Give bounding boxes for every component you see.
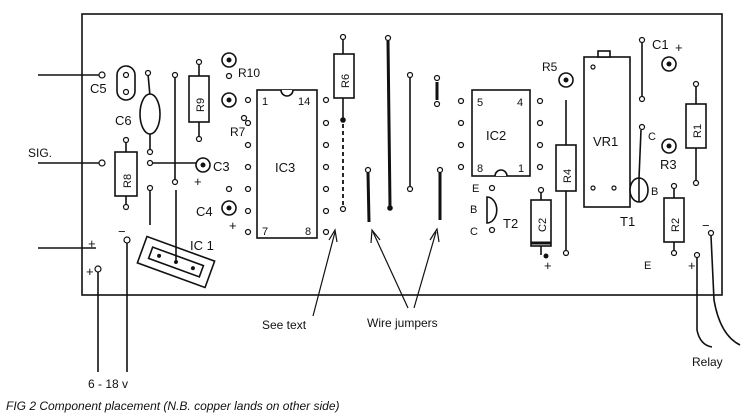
pin-ic3-1: 1 xyxy=(262,96,268,108)
wire-jumpers-arrows xyxy=(370,227,440,309)
ic3-chip xyxy=(244,89,330,239)
label-relay: Relay xyxy=(692,355,723,369)
wire-jumper-3 xyxy=(433,74,441,108)
wire-jumper-1 xyxy=(384,34,393,211)
ic2-chip xyxy=(457,89,544,177)
label-ic1: IC 1 xyxy=(190,238,214,253)
pin-ic2-1: 1 xyxy=(518,163,524,175)
resistor-r9 xyxy=(188,58,210,143)
polarity-c3: + xyxy=(194,174,202,189)
capacitor-c4 xyxy=(221,185,237,216)
polarity-c1: + xyxy=(675,40,683,55)
resistor-r1 xyxy=(685,80,707,187)
polarity-supply-minus: − xyxy=(118,224,126,239)
label-c4: C4 xyxy=(196,204,213,219)
wire-jumper-5 xyxy=(436,166,444,220)
transistor-t2 xyxy=(486,184,498,234)
annotation-see-text: See text xyxy=(262,318,307,332)
supply-wires xyxy=(94,236,131,372)
label-c1: C1 xyxy=(652,37,669,52)
resistor-r8 xyxy=(114,136,138,211)
label-supply: 6 - 18 v xyxy=(88,377,128,391)
pin-ic3-14: 14 xyxy=(298,96,310,108)
pin-t1-c: C xyxy=(648,131,656,143)
figure-caption: FIG 2 Component placement (N.B. copper l… xyxy=(6,399,340,413)
wire-jumper-2 xyxy=(406,71,414,193)
pin-t2-c: C xyxy=(470,226,478,238)
polarity-c4: + xyxy=(229,218,237,233)
label-r7: R7 xyxy=(230,125,246,139)
resistor-r3 xyxy=(638,123,677,154)
annotation-wire-jumpers: Wire jumpers xyxy=(367,316,438,330)
pin-ic2-4: 4 xyxy=(517,97,523,109)
label-r6: R6 xyxy=(340,74,352,88)
label-r8: R8 xyxy=(122,174,134,188)
polarity-c2: + xyxy=(544,258,552,273)
pin-ic3-8: 8 xyxy=(305,226,311,238)
label-r9: R9 xyxy=(195,98,207,112)
resistor-r6 xyxy=(333,33,355,123)
label-r1: R1 xyxy=(692,124,704,138)
label-c5: C5 xyxy=(90,81,107,96)
label-t2: T2 xyxy=(503,216,518,231)
resistor-r2 xyxy=(663,182,685,257)
label-ic2: IC2 xyxy=(486,128,506,143)
polarity-relay-plus: + xyxy=(688,258,696,273)
ic1-leads xyxy=(146,184,177,262)
input-wire-c5 xyxy=(38,71,106,79)
pin-t1-e: E xyxy=(644,260,651,272)
label-r3: R3 xyxy=(660,157,677,172)
capacitor-c5 xyxy=(116,65,136,101)
polarity-relay-minus: − xyxy=(702,218,710,233)
label-c6: C6 xyxy=(115,113,132,128)
wire-jumper-4 xyxy=(364,166,372,223)
polarity-supply-plus-1: + xyxy=(88,236,96,251)
pin-ic3-7: 7 xyxy=(262,226,268,238)
relay-wires xyxy=(693,229,741,348)
label-sig: SIG. xyxy=(28,146,52,160)
resistor-r5 xyxy=(558,72,574,88)
input-wire-sig xyxy=(38,159,106,167)
pin-ic2-5: 5 xyxy=(477,97,483,109)
label-r10: R10 xyxy=(238,66,260,80)
resistor-r10 xyxy=(221,52,237,80)
trimmer-vr1 xyxy=(583,50,631,208)
capacitor-c2 xyxy=(530,186,552,259)
label-c2: C2 xyxy=(537,218,549,232)
label-t1: T1 xyxy=(620,214,635,229)
pin-ic2-8: 8 xyxy=(477,163,483,175)
pin-t2-b: B xyxy=(470,204,477,216)
label-ic3: IC3 xyxy=(275,160,295,175)
capacitor-c6 xyxy=(139,69,161,156)
label-vr1: VR1 xyxy=(593,134,618,149)
link-wire-left xyxy=(171,71,179,186)
label-r5: R5 xyxy=(542,60,558,74)
pin-t2-e: E xyxy=(472,183,479,195)
see-text-arrow xyxy=(312,228,338,317)
resistor-r7 xyxy=(221,92,248,122)
polarity-supply-plus-2: + xyxy=(86,264,94,279)
label-r2: R2 xyxy=(670,218,682,232)
resistor-r4 xyxy=(555,100,577,257)
label-c3: C3 xyxy=(213,159,230,174)
transistor-t1 xyxy=(629,129,649,203)
optional-link-end xyxy=(339,205,347,213)
capacitor-c1 xyxy=(638,36,677,103)
pin-t1-b: B xyxy=(651,186,658,198)
label-r4: R4 xyxy=(562,169,574,183)
capacitor-c3 xyxy=(146,157,211,173)
